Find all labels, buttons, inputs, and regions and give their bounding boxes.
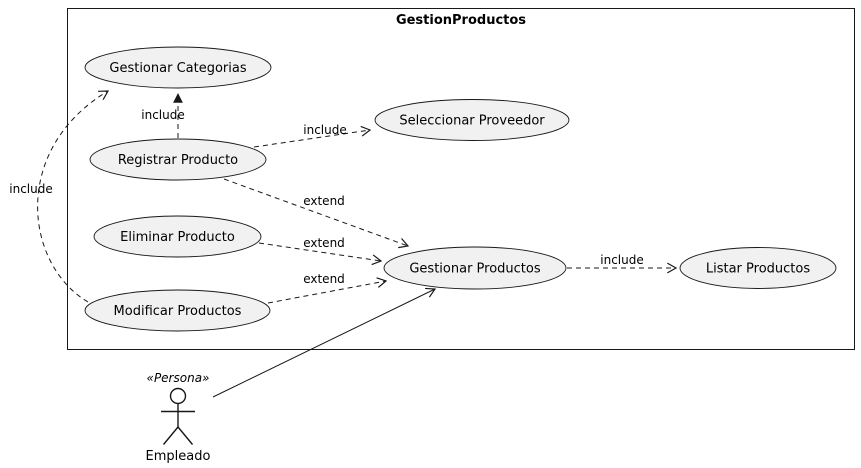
usecase-label: Eliminar Producto [120,230,235,245]
usecases-layer: Gestionar Categorias Seleccionar Proveed… [84,46,837,332]
usecase-label: Gestionar Categorias [109,61,246,76]
usecase-label: Modificar Productos [114,304,242,319]
actor-right-leg [177,426,194,445]
edge-eliminar-to-gestionar: extend [258,236,383,266]
edge-registrar-to-proveedor: include [253,123,372,148]
edge-gestionar-to-listar: include [567,253,678,274]
usecase-gestionar-categorias: Gestionar Categorias [84,46,272,89]
edge-modificar-to-categorias: include [9,90,110,303]
actor-stereotype: «Persona» [147,371,210,385]
edge-label: include [303,123,346,137]
usecase-ellipse [374,99,570,141]
usecase-ellipse [679,247,837,289]
usecase-label: Gestionar Productos [409,262,541,277]
actor-empleado: «Persona» Empleado [146,371,211,464]
usecase-ellipse [84,46,272,89]
actor-left-leg [162,426,179,445]
usecase-listar-productos: Listar Productos [679,247,837,289]
usecase-modificar-productos: Modificar Productos [84,289,271,332]
usecase-eliminar-producto: Eliminar Producto [93,215,262,258]
edge-line [258,242,383,266]
usecase-ellipse [93,215,262,258]
edge-label: extend [303,272,345,286]
edge-line [253,125,372,148]
edge-line [37,90,110,303]
actor-head [169,387,187,405]
usecase-ellipse [84,289,271,332]
system-boundary-title: GestionProductos [396,13,526,28]
edge-label: include [600,253,643,267]
edge-label: include [141,108,184,122]
edge-registrar-to-categorias: include [141,92,185,138]
edge-empleado-to-gestionar [212,287,437,398]
usecase-label: Registrar Producto [118,153,238,168]
usecase-gestionar-productos: Gestionar Productos [383,246,567,290]
usecase-label: Listar Productos [706,262,810,277]
usecase-registrar-producto: Registrar Producto [89,138,267,181]
edges-layer: include include extend extend extend inc [9,90,678,398]
usecase-label: Seleccionar Proveedor [399,114,545,129]
edge-line [223,178,410,249]
actor-name: Empleado [146,449,211,464]
edge-line [267,277,388,304]
usecase-ellipse [89,138,267,181]
usecase-ellipse [383,246,567,290]
edge-label: extend [303,236,345,250]
usecase-seleccionar-proveedor: Seleccionar Proveedor [374,99,570,141]
edge-line [212,287,437,398]
edge-modificar-to-gestionar: extend [267,272,388,304]
edge-label: include [9,182,52,196]
edge-registrar-to-gestionar: extend [223,178,410,249]
edge-label: extend [303,194,345,208]
